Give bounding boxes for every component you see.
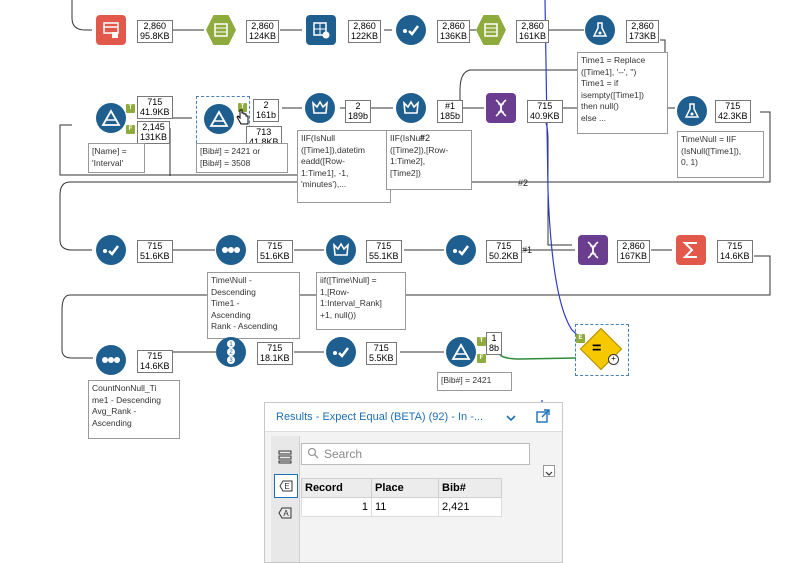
true-output-anchor[interactable]: T (126, 104, 135, 113)
summarize-sigma-icon[interactable] (676, 235, 706, 265)
equals-icon: = (592, 340, 602, 357)
results-title: Results - Expect Equal (BETA) (92) - In … (276, 411, 484, 423)
multi-row-annotation: IIF(IsNull ([Time2]),[Row- 1:Time2], [Ti… (386, 130, 472, 190)
table-cell-record[interactable]: 1 (301, 497, 372, 517)
svg-text:2: 2 (229, 350, 233, 356)
connection-tag: #1 (522, 245, 533, 255)
search-placeholder: Search (324, 447, 363, 461)
multi-row-formula-icon[interactable] (396, 93, 426, 123)
false-output-anchor[interactable]: F (477, 354, 486, 363)
column-header-place[interactable]: Place (371, 478, 439, 498)
checkmark-icon[interactable] (326, 337, 356, 367)
table-cell-place[interactable]: 11 (371, 497, 439, 517)
search-icon (307, 447, 319, 462)
tile-rank-icon[interactable]: 1 2 3 (216, 337, 246, 367)
filter-dropdown-icon[interactable] (543, 465, 555, 477)
table-cell-bib[interactable]: 2,421 (438, 497, 502, 517)
actual-input-tab-icon[interactable]: A (274, 502, 296, 524)
select-records-icon[interactable] (96, 15, 126, 45)
results-window[interactable]: Results - Expect Equal (BETA) (92) - In … (264, 402, 563, 563)
sort-icon[interactable] (216, 235, 246, 265)
results-table: Record Place Bib# 1 11 2,421 (301, 478, 502, 517)
pointer-hand-icon (236, 108, 250, 131)
formula-annotation: Time1 = Replace ([Time1], '--', '') Time… (577, 52, 668, 134)
svg-text:E: E (284, 482, 289, 491)
sort-annotation: CountNonNull_Ti me1 - Descending Avg_Ran… (88, 380, 180, 439)
sort-icon[interactable] (96, 345, 126, 375)
column-header-record[interactable]: Record (301, 478, 372, 498)
select-columns-icon[interactable] (476, 15, 506, 45)
checkmark-icon[interactable] (396, 15, 426, 45)
true-output-anchor[interactable]: T (477, 337, 486, 346)
select-columns-icon[interactable] (206, 15, 236, 45)
join-dna-icon[interactable] (486, 93, 516, 123)
filter-annotation: [Bib#] = 2421 (437, 372, 512, 391)
join-dna-icon[interactable] (578, 235, 608, 265)
filter-icon[interactable] (96, 103, 126, 133)
expected-input-tab-icon[interactable]: E (274, 474, 298, 498)
results-sidebar: E A (271, 436, 300, 562)
table-row[interactable]: 1 11 2,421 (301, 497, 502, 517)
filter-icon[interactable] (204, 104, 234, 134)
checkmark-icon[interactable] (96, 235, 126, 265)
multi-row-annotation: iif([Time\Null] = 1,[Row- 1:Interval_Ran… (316, 272, 406, 330)
true-output-anchor[interactable]: T (238, 103, 247, 112)
table-header-row: Record Place Bib# (301, 478, 502, 498)
column-header-bib[interactable]: Bib# (438, 478, 502, 498)
checkmark-icon[interactable] (446, 235, 476, 265)
multi-field-formula-icon[interactable] (306, 15, 336, 45)
selection-box (575, 324, 629, 376)
undock-icon[interactable] (535, 408, 551, 429)
svg-text:1: 1 (229, 342, 233, 348)
formula-flask-icon[interactable] (585, 15, 615, 45)
filter-icon[interactable] (446, 337, 476, 367)
multi-row-formula-icon[interactable] (326, 235, 356, 265)
filter-annotation: [Bib#] = 2421 or [Bib#] = 3508 (196, 143, 288, 173)
multi-row-formula-icon[interactable] (305, 93, 335, 123)
connection-tag: #2 (518, 178, 529, 188)
formula-annotation: Time\Null = IIF (IsNull([Time1]), 0, 1) (677, 131, 764, 178)
formula-flask-icon[interactable] (677, 96, 707, 126)
chevron-down-icon[interactable] (505, 410, 517, 428)
sort-annotation: Time\Null - Descending Time1 - Ascending… (207, 272, 300, 339)
results-titlebar: Results - Expect Equal (BETA) (92) - In … (265, 403, 562, 432)
connection-tag: #2 (420, 133, 431, 143)
search-input[interactable]: Search (301, 443, 530, 465)
multi-row-annotation: IIF(IsNull ([Time1]),datetim eadd([Row- … (297, 130, 391, 203)
filter-annotation: [Name] = 'Interval' (88, 143, 145, 173)
false-output-anchor[interactable]: F (126, 125, 135, 134)
svg-text:3: 3 (229, 358, 233, 364)
expected-input-anchor[interactable]: E (576, 334, 585, 343)
svg-text:A: A (283, 509, 289, 518)
plus-icon[interactable]: + (608, 354, 619, 365)
list-icon[interactable] (274, 446, 296, 468)
